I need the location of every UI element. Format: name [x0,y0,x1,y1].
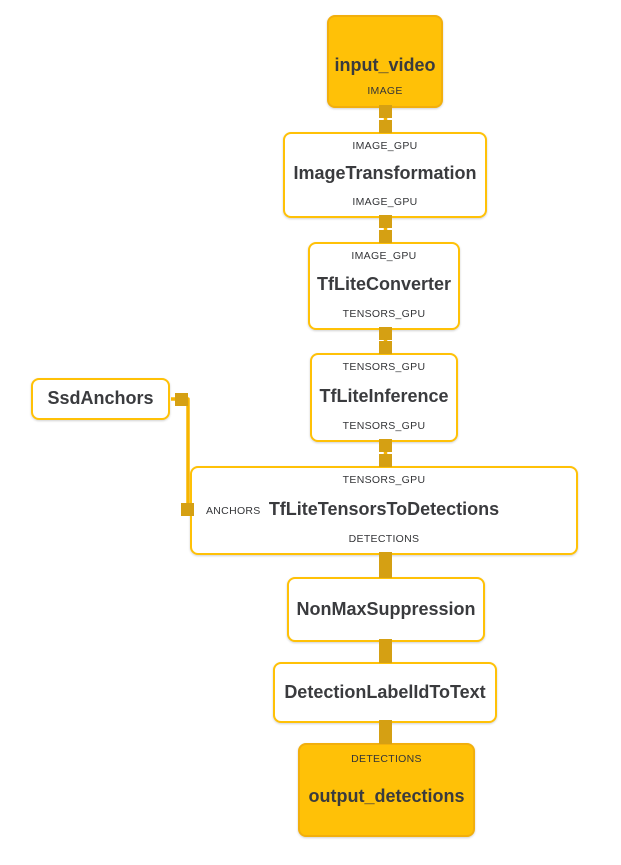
output-stream-label: DETECTIONS [348,532,420,545]
node-non-max-suppression[interactable]: NonMaxSuppression [287,577,485,642]
side-input-label-anchors: ANCHORS [206,504,261,517]
input-stream-label: TENSORS_GPU [342,474,426,486]
node-ssd-anchors[interactable]: SsdAnchors [31,378,170,420]
output-stream-label: TENSORS_GPU [342,419,426,432]
input-stream-label: IMAGE_GPU [352,140,418,152]
node-tflite-converter[interactable]: IMAGE_GPU TfLiteConverter TENSORS_GPU [308,242,460,330]
node-detection-label-id-to-text[interactable]: DetectionLabelIdToText [273,662,497,723]
output-stream-label: IMAGE_GPU [352,195,418,208]
node-title: DetectionLabelIdToText [284,681,486,702]
node-tflite-inference[interactable]: TENSORS_GPU TfLiteInference TENSORS_GPU [310,353,458,442]
node-title: TfLiteInference [319,385,449,406]
edge-ssd-anchors-to-anchors-port [171,397,191,511]
input-stream-label: IMAGE_GPU [351,250,417,262]
input-stream-label: TENSORS_GPU [342,361,426,373]
node-title: TfLiteTensorsToDetections [268,498,500,519]
node-image-transformation[interactable]: IMAGE_GPU ImageTransformation IMAGE_GPU [283,132,487,218]
node-title: output_detections [308,785,465,806]
node-title: TfLiteConverter [317,274,452,295]
output-stream-label: TENSORS_GPU [342,307,426,320]
node-title: SsdAnchors [47,388,154,409]
node-tflite-tensors-to-detections[interactable]: TENSORS_GPU TfLiteTensorsToDetections DE… [190,466,578,555]
input-stream-label: DETECTIONS [351,753,422,765]
node-title: NonMaxSuppression [296,598,476,619]
node-title: input_video [334,54,436,75]
node-title: ImageTransformation [293,163,477,184]
node-output-detections[interactable]: DETECTIONS output_detections [298,743,475,837]
node-input-video[interactable]: input_video IMAGE [327,15,443,108]
output-stream-label: IMAGE [367,84,403,97]
port-connector [175,393,188,406]
